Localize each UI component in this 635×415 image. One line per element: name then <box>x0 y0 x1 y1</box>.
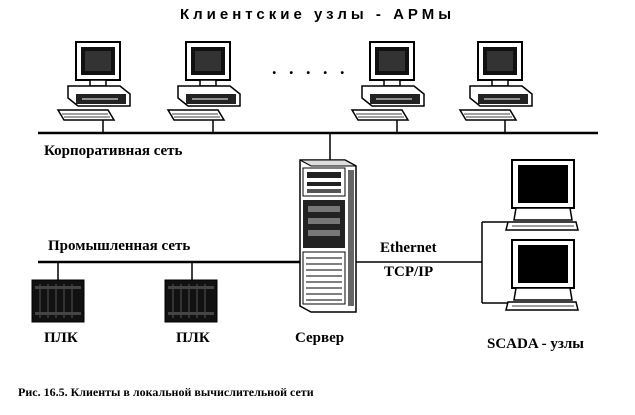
scada-node-1 <box>505 159 579 231</box>
plc-drops <box>57 262 193 280</box>
ellipsis-dots: . . . . . <box>272 58 349 78</box>
workstation-2 <box>167 41 241 121</box>
plc-2-label: ПЛК <box>176 330 210 346</box>
workstation-drops <box>102 120 506 133</box>
figure-caption: Рис. 16.5. Клиенты в локальной вычислите… <box>18 385 314 399</box>
workstation-1 <box>57 41 131 121</box>
corporate-network-label: Корпоративная сеть <box>44 143 183 159</box>
workstation-4 <box>459 41 533 121</box>
server-label: Сервер <box>295 330 345 346</box>
tcpip-label: TCP/IP <box>384 264 434 280</box>
plc-1-icon <box>31 279 85 323</box>
workstation-3 <box>351 41 425 121</box>
ethernet-label: Ethernet <box>380 240 437 256</box>
plc-1-label: ПЛК <box>44 330 78 346</box>
plc-2-icon <box>164 279 218 323</box>
industrial-network-label: Промышленная сеть <box>48 238 191 254</box>
diagram-title: Клиентские узлы - АРМы <box>179 6 456 23</box>
server-icon <box>299 159 357 313</box>
scada-label: SCADA - узлы <box>487 336 584 352</box>
scada-node-2 <box>505 239 579 311</box>
